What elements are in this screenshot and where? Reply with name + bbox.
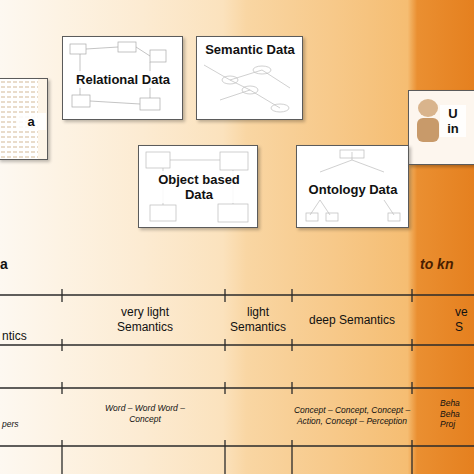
semantics-level: light Semantics	[226, 305, 290, 335]
relation-type: Beha Beha Proj	[440, 398, 473, 430]
box-title: a	[16, 113, 46, 130]
axis-label: a	[0, 256, 18, 274]
relation-type: pers	[2, 419, 42, 430]
data-box: Ontology Data	[296, 145, 409, 228]
data-box: Relational Data	[62, 36, 183, 120]
data-box: U in	[408, 90, 474, 165]
data-box: Semantic Data	[196, 36, 303, 120]
semantics-level: very light Semantics	[100, 305, 190, 335]
data-box: Object based Data	[138, 145, 258, 228]
box-title: Ontology Data	[299, 181, 407, 198]
data-box: a	[0, 78, 48, 160]
relation-type: Concept – Concept, Concept – Action, Con…	[293, 405, 411, 426]
box-title: Object based Data	[154, 171, 244, 203]
semantics-level: ntics	[2, 329, 42, 344]
semantics-level: deep Semantics	[307, 313, 397, 328]
axis-label: to kn	[420, 256, 473, 274]
semantics-level: ve S	[455, 305, 469, 335]
relation-type: Word – Word Word – Concept	[95, 403, 195, 424]
box-title: Relational Data	[65, 71, 181, 88]
box-title: Semantic Data	[199, 41, 301, 58]
box-title: U in	[440, 105, 466, 137]
